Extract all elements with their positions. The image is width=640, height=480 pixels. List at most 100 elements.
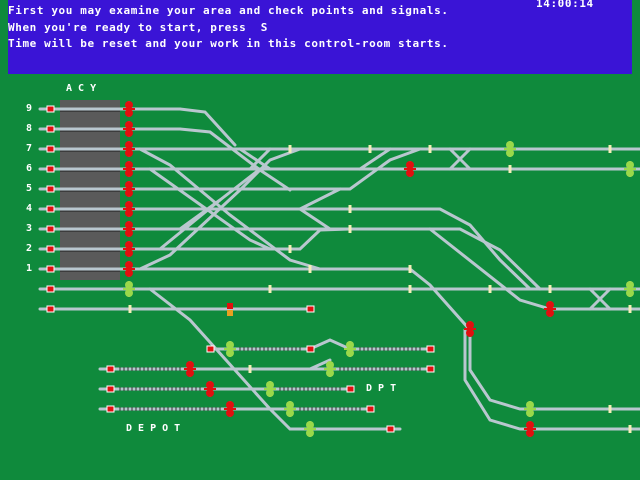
- point-marker[interactable]: [628, 425, 632, 433]
- signal-bar: [524, 428, 536, 430]
- signal-lamp: [626, 161, 634, 169]
- signal-lamp: [346, 349, 354, 357]
- buffer-stop-yard: [46, 205, 55, 213]
- signal-lower-exit[interactable]: [544, 301, 556, 317]
- buffer-stop-yard: [46, 225, 55, 233]
- signal-lamp: [125, 229, 133, 237]
- yard-exit-signal[interactable]: [123, 241, 135, 257]
- signal-depot-3[interactable]: [224, 401, 236, 417]
- signal-bar: [123, 168, 135, 170]
- yard-exit-signal[interactable]: [123, 121, 135, 137]
- signal-lamp: [286, 401, 294, 409]
- signal-exit-1[interactable]: [524, 401, 536, 417]
- warning-marker: [227, 310, 233, 316]
- signal-lamp: [125, 221, 133, 229]
- signal-lamp: [506, 149, 514, 157]
- dpt-label: D P T: [366, 383, 397, 394]
- track-number-6: 6: [26, 163, 33, 174]
- yard-exit-signal[interactable]: [123, 181, 135, 197]
- yard-exit-signal[interactable]: [123, 201, 135, 217]
- signal-lamp: [266, 389, 274, 397]
- track: [298, 207, 352, 231]
- signal-dpt-3[interactable]: [324, 361, 336, 377]
- signal-lamp: [125, 289, 133, 297]
- buffer-stop: [366, 405, 375, 413]
- signal-track-6-west[interactable]: [404, 161, 416, 177]
- signal-lamp: [125, 161, 133, 169]
- signal-lamp: [306, 429, 314, 437]
- track-1-main: [178, 267, 640, 411]
- signal-lamp: [626, 281, 634, 289]
- signal-bar: [504, 148, 516, 150]
- signal-lamp: [326, 369, 334, 377]
- point-marker[interactable]: [368, 145, 372, 153]
- signal-exit-2[interactable]: [524, 421, 536, 437]
- point-marker[interactable]: [488, 285, 492, 293]
- yard-exit-signal[interactable]: [123, 261, 135, 277]
- yard-exit-signal[interactable]: [123, 141, 135, 157]
- buffer-stop-yard: [46, 165, 55, 173]
- point-marker[interactable]: [508, 165, 512, 173]
- signal-lamp: [406, 161, 414, 169]
- signal-track-7[interactable]: [504, 141, 516, 157]
- signal-bar: [123, 208, 135, 210]
- signal-track-6[interactable]: [624, 161, 636, 177]
- signal-lamp: [125, 269, 133, 277]
- signal-bar: [123, 148, 135, 150]
- point-marker[interactable]: [288, 245, 292, 253]
- point-marker[interactable]: [248, 365, 252, 373]
- track: [178, 147, 422, 191]
- point-marker[interactable]: [128, 305, 132, 313]
- signal-through-east[interactable]: [624, 281, 636, 297]
- signal-depot-1[interactable]: [184, 361, 196, 377]
- signal-lamp: [206, 381, 214, 389]
- point-marker[interactable]: [608, 145, 612, 153]
- signal-bar: [524, 408, 536, 410]
- point-marker[interactable]: [308, 265, 312, 273]
- buffer-stop: [206, 345, 215, 353]
- track: [138, 147, 302, 271]
- point-marker[interactable]: [288, 145, 292, 153]
- signal-lamp: [346, 341, 354, 349]
- yard-exit-signal[interactable]: [123, 221, 135, 237]
- signal-lamp: [286, 409, 294, 417]
- signal-dpt-1[interactable]: [224, 341, 236, 357]
- point-marker[interactable]: [608, 405, 612, 413]
- yard-exit-signal[interactable]: [123, 101, 135, 117]
- signal-depot-2[interactable]: [204, 381, 216, 397]
- signal-lamp: [125, 121, 133, 129]
- message-line-1: First you may examine your area and chec…: [8, 4, 449, 17]
- point-marker[interactable]: [548, 285, 552, 293]
- signal-lamp: [326, 361, 334, 369]
- through-signal[interactable]: [123, 281, 135, 297]
- track-number-1: 1: [26, 263, 33, 274]
- buffer-stop-yard: [46, 125, 55, 133]
- buffer-stop-yard: [46, 245, 55, 253]
- signal-junction[interactable]: [464, 321, 476, 337]
- signal-dpt-2[interactable]: [344, 341, 356, 357]
- signal-lamp: [186, 361, 194, 369]
- point-marker[interactable]: [348, 205, 352, 213]
- point-marker[interactable]: [628, 305, 632, 313]
- point-marker[interactable]: [408, 285, 412, 293]
- point-marker[interactable]: [268, 285, 272, 293]
- point-marker[interactable]: [428, 145, 432, 153]
- track-number-3: 3: [26, 223, 33, 234]
- signal-lamp: [125, 261, 133, 269]
- signal-bar: [123, 228, 135, 230]
- signal-lamp: [125, 129, 133, 137]
- point-marker[interactable]: [408, 265, 412, 273]
- warning-marker: [227, 303, 233, 309]
- point-marker[interactable]: [348, 225, 352, 233]
- signal-lamp: [125, 281, 133, 289]
- signal-dpt-5[interactable]: [284, 401, 296, 417]
- track-number-8: 8: [26, 123, 33, 134]
- signal-bar: [224, 408, 236, 410]
- signal-depot-lead[interactable]: [304, 421, 316, 437]
- signal-lamp: [206, 389, 214, 397]
- signal-dpt-4[interactable]: [264, 381, 276, 397]
- yard-exit-signal[interactable]: [123, 161, 135, 177]
- signal-lamp: [526, 409, 534, 417]
- signal-lamp: [125, 149, 133, 157]
